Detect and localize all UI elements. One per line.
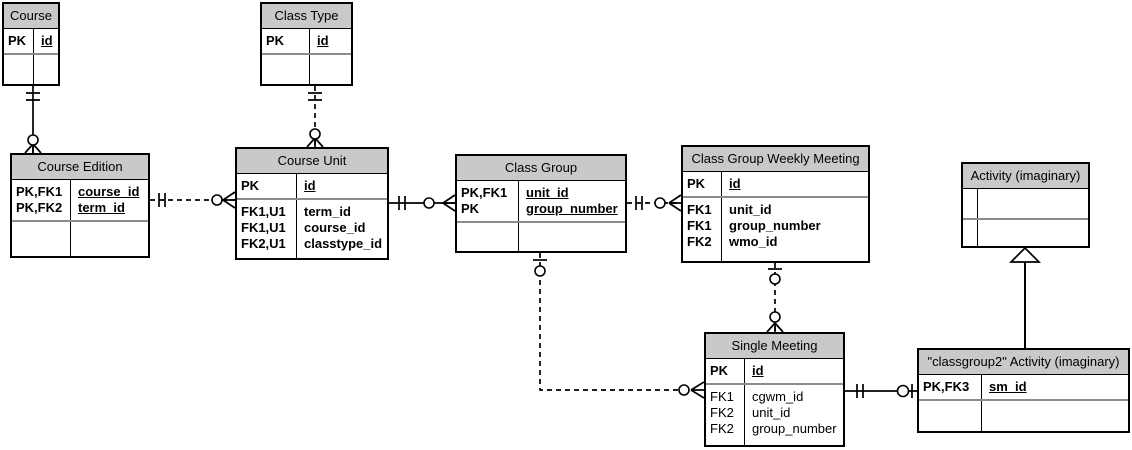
entity-course-empty-section	[4, 53, 58, 84]
entity-course-unit-pk-section: PK id	[237, 174, 387, 198]
attribute: unit_id	[752, 405, 791, 420]
entity-course-unit-title: Course Unit	[237, 149, 387, 174]
attribute: id	[41, 33, 53, 48]
rel-singlemeeting-classgroup2activity	[845, 384, 917, 398]
entity-class-group: Class Group PK,FK1 PK unit_id group_numb…	[455, 154, 627, 253]
rel-cgwm-singlemeeting	[766, 263, 784, 333]
entity-class-group-empty-section	[457, 221, 625, 251]
attribute: sm_id	[989, 379, 1027, 394]
entity-single-meeting-fk-section: FK1 FK2 FK2 cgwm_id unit_id group_number	[706, 383, 843, 445]
attribute: group_number	[526, 201, 618, 216]
entity-class-group-title: Class Group	[457, 156, 625, 181]
key-label: FK1	[710, 389, 734, 404]
entity-activity-empty-section-1	[963, 189, 1088, 218]
attribute: id	[304, 178, 316, 193]
entity-course: Course PK id	[2, 2, 60, 86]
entity-course-unit: Course Unit PK id FK1,U1 FK1,U1 FK2,U1 t…	[235, 147, 389, 260]
key-label: FK1,U1	[241, 220, 286, 235]
key-label: PK	[266, 33, 285, 48]
entity-course-unit-fk-section: FK1,U1 FK1,U1 FK2,U1 term_id course_id c…	[237, 198, 387, 258]
entity-class-type: Class Type PK id	[260, 2, 353, 86]
key-label: PK,FK2	[16, 200, 63, 215]
entity-cgwm-pk-section: PK id	[683, 172, 868, 196]
entity-classgroup2-empty-section	[919, 399, 1128, 431]
entity-classgroup2-activity: "classgroup2" Activity (imaginary) PK,FK…	[917, 348, 1130, 433]
attribute: course_id	[78, 184, 140, 199]
attribute: term_id	[304, 204, 351, 219]
attribute: group_number	[752, 421, 837, 436]
attribute: unit_id	[729, 202, 772, 217]
entity-single-meeting-title: Single Meeting	[706, 334, 843, 359]
entity-cgwm-fk-section: FK1 FK1 FK2 unit_id group_number wmo_id	[683, 196, 868, 261]
attribute: id	[317, 33, 329, 48]
key-label: PK	[8, 33, 27, 48]
attribute: group_number	[729, 218, 821, 233]
key-label: PK	[461, 201, 480, 216]
key-label: FK2	[710, 405, 734, 420]
entity-classgroup2-activity-title: "classgroup2" Activity (imaginary)	[919, 350, 1128, 375]
key-label: PK,FK1	[461, 185, 508, 200]
attribute: id	[752, 363, 764, 378]
entity-single-meeting-pk-section: PK id	[706, 359, 843, 383]
key-label: FK2	[710, 421, 734, 436]
rel-inheritance-classgroup2-activity	[1008, 246, 1042, 348]
entity-course-edition-empty-section	[12, 220, 148, 256]
key-label: FK2,U1	[241, 236, 286, 251]
entity-course-title: Course	[4, 4, 58, 29]
entity-course-pk-section: PK id	[4, 29, 58, 53]
rel-classtype-courseunit	[306, 86, 324, 148]
entity-class-group-pk-section: PK,FK1 PK unit_id group_number	[457, 181, 625, 221]
attribute: classtype_id	[304, 236, 383, 251]
attribute: cgwm_id	[752, 389, 804, 404]
key-label: PK	[241, 178, 260, 193]
key-label: PK,FK1	[16, 184, 63, 199]
key-label: FK2	[687, 234, 712, 249]
entity-course-edition-pk-section: PK,FK1 PK,FK2 course_id term_id	[12, 180, 148, 220]
entity-activity-title: Activity (imaginary)	[963, 164, 1088, 189]
attribute: unit_id	[526, 185, 569, 200]
rel-course-course-edition	[24, 86, 42, 154]
attribute: wmo_id	[729, 234, 778, 249]
rel-classgroup-cgwm	[627, 194, 682, 212]
entity-class-type-title: Class Type	[262, 4, 351, 29]
rel-courseedition-courseunit	[150, 191, 236, 209]
key-label: PK	[710, 363, 729, 378]
key-label: PK,FK3	[923, 379, 970, 394]
rel-courseunit-classgroup	[389, 194, 456, 212]
key-label: FK1	[687, 218, 712, 233]
attribute: term_id	[78, 200, 125, 215]
attribute: course_id	[304, 220, 366, 235]
entity-classgroup2-pk-section: PK,FK3 sm_id	[919, 375, 1128, 399]
entity-activity-imaginary: Activity (imaginary)	[961, 162, 1090, 248]
entity-class-group-weekly-meeting: Class Group Weekly Meeting PK id FK1 FK1…	[681, 145, 870, 263]
entity-activity-empty-section-2	[963, 218, 1088, 246]
key-label: FK1,U1	[241, 204, 286, 219]
entity-course-edition: Course Edition PK,FK1 PK,FK2 course_id t…	[10, 153, 150, 258]
rel-classgroup-singlemeeting	[533, 253, 705, 399]
attribute: id	[729, 176, 741, 191]
entity-class-type-empty-section	[262, 53, 351, 84]
entity-course-edition-title: Course Edition	[12, 155, 148, 180]
entity-cgwm-title: Class Group Weekly Meeting	[683, 147, 868, 172]
key-label: PK	[687, 176, 706, 191]
entity-class-type-pk-section: PK id	[262, 29, 351, 53]
entity-single-meeting: Single Meeting PK id FK1 FK2 FK2 cgwm_id…	[704, 332, 845, 447]
key-label: FK1	[687, 202, 712, 217]
